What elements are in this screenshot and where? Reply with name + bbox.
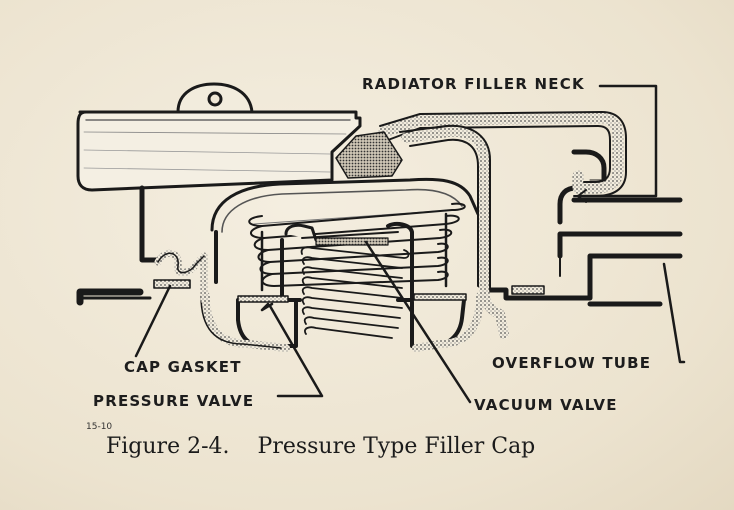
cap-handle-tab	[176, 82, 254, 114]
figure-number: 15-10	[86, 422, 113, 432]
leader-radiator-neck	[576, 84, 658, 198]
leader-lines	[134, 84, 686, 404]
label-overflow-tube: OVERFLOW TUBE	[492, 354, 652, 372]
cap-top-plate	[76, 110, 362, 192]
neck-gasket-right	[511, 285, 545, 295]
leader-overflow-tube	[662, 262, 686, 364]
cap-skirt-left	[139, 185, 161, 263]
radiator-body-right	[485, 253, 683, 307]
cap-center-fill	[335, 131, 403, 179]
filler-neck-shape	[378, 111, 627, 339]
leader-pressure-valve	[260, 302, 324, 398]
leader-vacuum-valve	[364, 240, 472, 404]
label-vacuum-valve: VACUUM VALVE	[474, 396, 618, 414]
cap-seal-left	[154, 249, 208, 304]
figure-caption: Figure 2-4. Pressure Type Filler Cap	[106, 434, 535, 459]
cap-seal-left-outline	[157, 252, 205, 274]
label-cap-gasket: CAP GASKET	[124, 358, 242, 376]
pressure-valve-gasket-right	[413, 293, 467, 301]
label-radiator-filler-neck: RADIATOR FILLER NECK	[362, 75, 585, 93]
pressure-valve-gasket	[237, 295, 289, 303]
leader-radiator-neck-arrow	[577, 189, 587, 203]
vacuum-valve-disc	[315, 237, 389, 246]
vacuum-spring	[300, 246, 410, 339]
cap-gasket-shape	[153, 279, 191, 289]
lower-seal-band	[200, 292, 484, 352]
leader-cap-gasket	[134, 284, 172, 358]
figure-title: Pressure Type Filler Cap	[257, 434, 536, 459]
label-pressure-valve: PRESSURE VALVE	[93, 392, 255, 410]
figure-label: Figure 2-4.	[106, 434, 230, 459]
radiator-base-left	[76, 288, 152, 306]
